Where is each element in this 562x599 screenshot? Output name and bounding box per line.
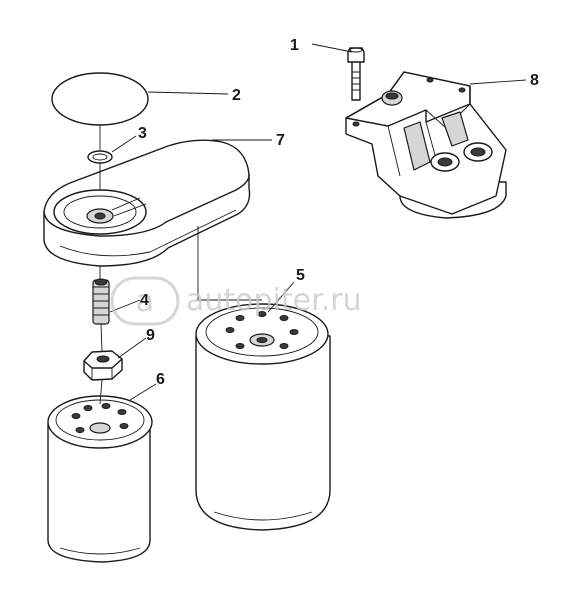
assembly-axis-lines — [99, 125, 262, 405]
part-4-valve-spring — [92, 278, 110, 325]
part-8-bracket — [345, 71, 507, 219]
watermark-logo-letter: a — [136, 284, 154, 319]
callout-1: 1 — [290, 37, 299, 54]
callout-8: 8 — [530, 72, 539, 89]
callout-4: 4 — [140, 292, 149, 309]
watermark-text: autopiter.ru — [186, 283, 362, 318]
callout-5: 5 — [296, 267, 305, 284]
callout-6: 6 — [156, 371, 165, 388]
callout-2: 2 — [232, 87, 241, 104]
part-3-oring — [87, 150, 113, 164]
callout-3: 3 — [138, 125, 147, 142]
part-1-bolt — [347, 47, 365, 101]
part-5-filter-right — [195, 303, 331, 531]
part-7-filter-head — [43, 139, 251, 267]
callout-9: 9 — [146, 327, 155, 344]
part-2-cap — [51, 72, 149, 126]
part-9-hex-nut — [83, 350, 123, 381]
watermark-logo-shape — [110, 276, 180, 326]
part-6-filter-left — [47, 395, 153, 563]
callout-7: 7 — [276, 132, 285, 149]
callout-labels: 1 2 3 4 5 6 7 8 9 — [138, 37, 539, 388]
watermark: a autopiter.ru — [110, 276, 362, 326]
